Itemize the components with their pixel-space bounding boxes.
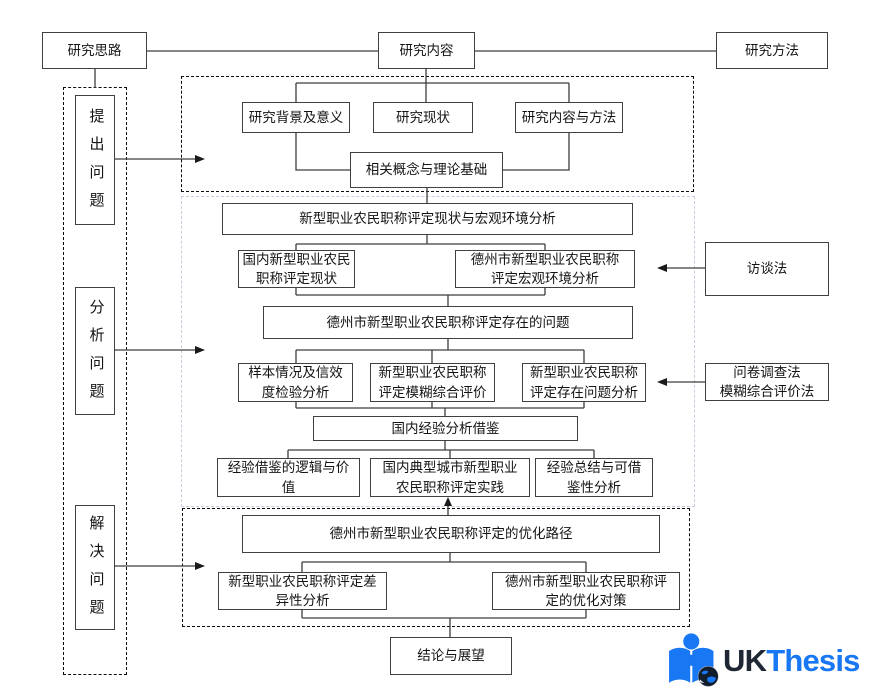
ukthesis-book-reader-icon — [669, 633, 719, 687]
node-stage-analyze-problem: 分析问题 — [75, 287, 115, 415]
arrowheads — [195, 155, 667, 570]
node-domestic-experience: 国内经验分析借鉴 — [313, 416, 578, 441]
node-content-and-method: 研究内容与方法 — [515, 102, 623, 133]
node-research-idea: 研究思路 — [42, 32, 147, 69]
node-interview-method: 访谈法 — [705, 242, 829, 296]
ukthesis-wordmark: UKThesis — [723, 645, 860, 676]
logo-thesis-text: Thesis — [766, 643, 860, 678]
node-concepts-theory: 相关概念与理论基础 — [350, 152, 503, 188]
node-research-status: 研究现状 — [373, 102, 473, 133]
node-stage-solve-problem: 解决问题 — [75, 505, 115, 630]
ukthesis-logo: UKThesis — [668, 632, 860, 689]
node-optimization-measures: 德州市新型职业农民职称评 定的优化对策 — [492, 572, 680, 610]
node-research-method: 研究方法 — [716, 32, 828, 69]
node-domestic-status: 国内新型职业农民 职称评定现状 — [238, 250, 355, 288]
node-stage-propose-problem: 提出问题 — [75, 95, 115, 225]
node-conclusion-outlook: 结论与展望 — [390, 637, 512, 675]
logo-uk-text: UK — [723, 643, 767, 678]
node-typical-city-practice: 国内典型城市新型职业 农民职称评定实践 — [370, 458, 530, 497]
node-status-macro-overview: 新型职业农民职称评定现状与宏观环境分析 — [222, 203, 633, 235]
node-sample-reliability: 样本情况及信效 度检验分析 — [238, 363, 353, 402]
intro-section-frame — [181, 76, 694, 192]
node-research-background: 研究背景及意义 — [242, 102, 350, 133]
node-difference-analysis: 新型职业农民职称评定差 异性分析 — [218, 572, 387, 610]
analysis-section-frame — [181, 196, 695, 507]
node-experience-summary: 经验总结与可借 鉴性分析 — [535, 458, 653, 497]
node-fuzzy-evaluation: 新型职业农民职称 评定模糊综合评价 — [370, 363, 495, 402]
node-dezhou-existing-problems: 德州市新型职业农民职称评定存在的问题 — [263, 306, 633, 339]
node-optimization-path: 德州市新型职业农民职称评定的优化路径 — [242, 515, 660, 553]
node-questionnaire-fuzzy-method: 问卷调查法 模糊综合评价法 — [705, 363, 829, 401]
node-experience-logic-value: 经验借鉴的逻辑与价 值 — [217, 458, 360, 497]
node-problem-analysis: 新型职业农民职称 评定存在问题分析 — [522, 363, 646, 402]
node-dezhou-macro-analysis: 德州市新型职业农民职称 评定宏观环境分析 — [455, 250, 635, 288]
solution-section-frame — [182, 508, 690, 627]
connectors — [94, 50, 716, 637]
node-research-content: 研究内容 — [378, 32, 475, 69]
